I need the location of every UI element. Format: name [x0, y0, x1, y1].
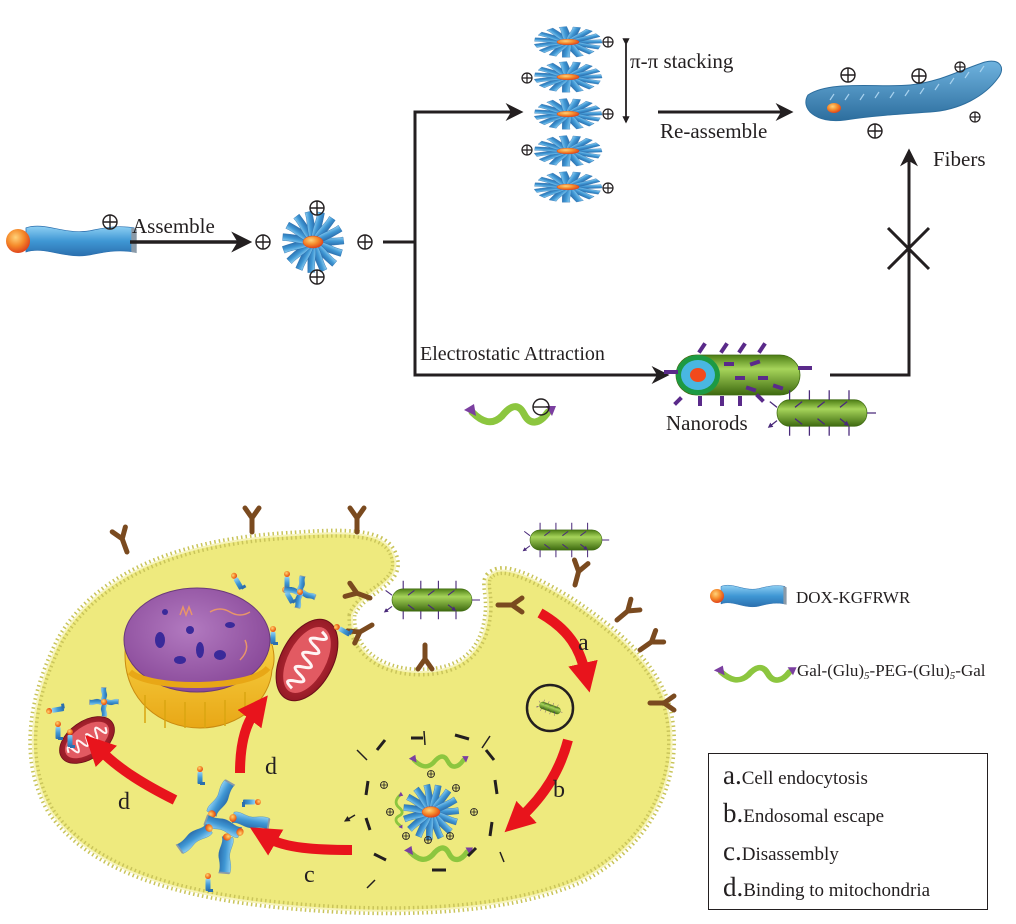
mini-micelle: [89, 687, 119, 717]
legend-key: b.: [723, 798, 744, 828]
stacked-micelles: [521, 26, 614, 202]
fibers-label: Fibers: [933, 147, 986, 171]
legend-text: Disassembly: [741, 844, 839, 865]
positive-charge-icon: [357, 234, 373, 250]
blocked-path: [830, 148, 918, 377]
step-d-label-1: d: [265, 754, 277, 780]
escaping-micelle: [345, 730, 505, 889]
step-b-label: b: [553, 777, 565, 803]
negative-charge-icon: [532, 398, 550, 416]
positive-charge-icon: [309, 269, 325, 285]
electrostatic-label: Electrostatic Attraction: [420, 343, 605, 365]
receptor-icon: [112, 527, 133, 554]
dox-peptide-icon: [710, 584, 787, 608]
peg-polymer-icon: [714, 666, 797, 680]
receptor-icon: [418, 645, 432, 669]
positive-charge-icon: [867, 123, 883, 139]
top-scheme: Assemble π-π stacking Re-assemble: [6, 26, 1002, 435]
step-d-arrow-2: [85, 735, 178, 805]
legend-item-d: d.Binding to mitochondria: [723, 872, 930, 903]
receptor-icon: [636, 631, 664, 656]
reassemble-label: Re-assemble: [660, 119, 767, 143]
legend-text: Cell endocytosis: [741, 768, 868, 789]
molecule-legend: DOX-KGFRWR Gal-(Glu)5-PEG-(Glu)5-Gal: [710, 584, 986, 682]
positive-charge-icon: [102, 214, 118, 230]
nanorod-small: [770, 390, 876, 436]
step-a-arrow: [537, 608, 598, 693]
endosome: [525, 683, 575, 733]
positive-charge-icon: [911, 68, 927, 84]
assemble-label: Assemble: [132, 214, 215, 238]
fiber: [805, 60, 1002, 122]
mini-micelle: [283, 575, 317, 609]
stacking-label: π-π stacking: [630, 49, 734, 73]
step-d-arrow-1: [235, 695, 268, 774]
micelle: [282, 211, 344, 274]
legend-key: a.: [723, 760, 742, 790]
legend-polymer-label: Gal-(Glu)5-PEG-(Glu)5-Gal: [797, 661, 986, 682]
receptor-icon: [568, 560, 588, 587]
positive-charge-icon: [309, 200, 325, 216]
step-d-label-2: d: [118, 789, 130, 815]
dox-peptide-monomer: [6, 225, 138, 257]
legend-key: c.: [723, 836, 742, 866]
legend-item-b: b.Endosomal escape: [723, 798, 884, 829]
positive-charge-icon: [840, 67, 856, 83]
legend-item-c: c.Disassembly: [723, 836, 839, 867]
nanorod-endocytosed: [386, 581, 480, 619]
cell-scheme: a b c d d: [28, 508, 674, 916]
nanorod-large: [664, 342, 812, 406]
blocked-cross-icon: [886, 226, 931, 271]
legend-item-a: a.Cell endocytosis: [723, 760, 868, 791]
step-b-arrow: [504, 738, 573, 833]
receptor-icon: [245, 508, 259, 532]
nanorods-label: Nanorods: [666, 411, 748, 435]
step-c-arrow: [249, 827, 353, 856]
positive-charge-icon: [954, 61, 966, 73]
step-legend: a.Cell endocytosis b.Endosomal escape c.…: [708, 753, 988, 910]
legend-dox-label: DOX-KGFRWR: [796, 588, 911, 607]
receptor-icon: [350, 508, 364, 532]
positive-charge-icon: [255, 234, 271, 250]
electrostatic-path: [413, 242, 670, 384]
positive-charge-icon: [969, 111, 981, 123]
nanorod-extracellular: [524, 523, 609, 558]
step-c-label: c: [304, 862, 315, 888]
legend-text: Binding to mitochondria: [743, 880, 931, 901]
legend-text: Endosomal escape: [743, 806, 885, 827]
nucleus: [123, 587, 275, 729]
step-a-label: a: [578, 630, 589, 656]
branch-connector: [383, 103, 524, 244]
receptor-icon: [613, 599, 640, 625]
legend-key: d.: [723, 872, 744, 902]
